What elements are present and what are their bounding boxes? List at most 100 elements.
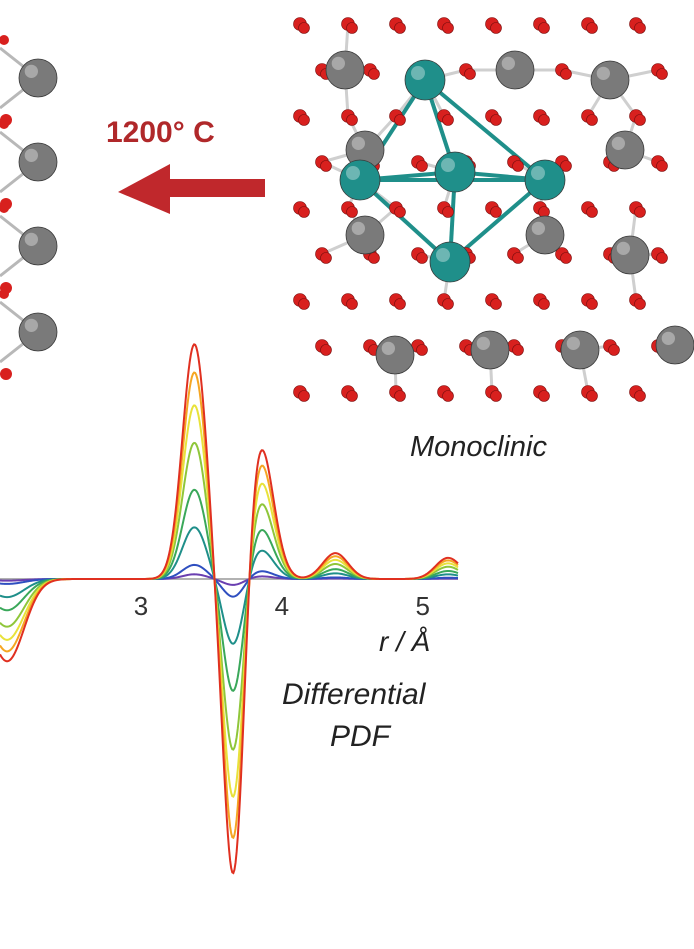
oxygen-atom (634, 22, 646, 34)
oxygen-atom (586, 114, 598, 126)
dopant-atom (429, 241, 471, 283)
oxygen-atom (0, 203, 9, 213)
oxygen-atom (298, 298, 310, 310)
metal-atom-highlight (24, 232, 38, 247)
oxygen-atom (320, 344, 332, 356)
metal-atom (590, 60, 630, 100)
metal-atom (495, 50, 535, 90)
metal-atom-highlight (566, 336, 580, 350)
metal-atom-highlight (351, 221, 365, 236)
differential-pdf-chart (0, 343, 459, 875)
plot-label-line2: PDF (330, 720, 390, 753)
oxygen-atom (608, 344, 620, 356)
metal-atom (605, 130, 645, 170)
oxygen-atom (490, 390, 502, 402)
oxygen-atom (346, 298, 358, 310)
oxygen-atom (442, 298, 454, 310)
metal-atom-highlight (381, 341, 395, 355)
dopant-atom-highlight (436, 248, 450, 262)
oxygen-atom (538, 22, 550, 34)
metal-atom-highlight (501, 56, 515, 70)
oxygen-atom (634, 390, 646, 402)
oxygen-atom (538, 114, 550, 126)
metal-atom-highlight (531, 221, 545, 236)
x-axis-label: r / Å (379, 626, 431, 657)
x-tick-label: 5 (415, 591, 430, 621)
metal-atom (655, 325, 694, 365)
oxygen-atom (538, 390, 550, 402)
temperature-label: 1200° C (106, 116, 215, 149)
oxygen-atom (346, 114, 358, 126)
metal-atom-highlight (331, 56, 345, 70)
oxygen-atom (298, 206, 310, 218)
oxygen-atom (442, 114, 454, 126)
oxygen-atom (634, 114, 646, 126)
oxygen-atom (656, 68, 668, 80)
oxygen-atom (0, 35, 9, 45)
metal-atom-highlight (616, 241, 630, 256)
dopant-atom (404, 59, 446, 101)
metal-atom-highlight (661, 331, 675, 345)
metal-atom (18, 58, 58, 98)
oxygen-atom (560, 252, 572, 264)
metal-atom (18, 312, 58, 352)
metal-atom (345, 215, 385, 255)
series-line-8 (0, 343, 459, 875)
monoclinic-crystal-structure (293, 17, 694, 402)
metal-atom-highlight (611, 136, 625, 151)
oxygen-atom (512, 252, 524, 264)
metal-atom (18, 142, 58, 182)
series-line-4 (0, 488, 459, 692)
plot-label-line1: Differential (282, 678, 426, 711)
oxygen-atom (394, 298, 406, 310)
oxygen-atom (656, 252, 668, 264)
oxygen-atom (586, 390, 598, 402)
dopant-atom-highlight (441, 158, 455, 172)
oxygen-atom (442, 206, 454, 218)
metal-atom-highlight (596, 66, 610, 80)
oxygen-atom (346, 22, 358, 34)
oxygen-atom (656, 160, 668, 172)
oxygen-atom (490, 22, 502, 34)
oxygen-atom (586, 22, 598, 34)
oxygen-atom (490, 114, 502, 126)
oxygen-atom (512, 160, 524, 172)
oxygen-atom (416, 160, 428, 172)
oxygen-atom (538, 298, 550, 310)
metal-atom-highlight (24, 64, 38, 78)
metal-atom (375, 335, 415, 375)
x-tick-label: 4 (274, 591, 290, 621)
oxygen-atom (586, 206, 598, 218)
metal-atom (470, 330, 510, 370)
metal-atom-highlight (476, 336, 490, 350)
dopant-atom-highlight (411, 66, 425, 80)
transition-arrow (118, 164, 265, 214)
oxygen-atom (298, 390, 310, 402)
oxygen-atom (0, 368, 12, 380)
arrow-shape (118, 164, 265, 214)
oxygen-atom (560, 68, 572, 80)
phase-label: Monoclinic (410, 431, 547, 463)
dopant-atom-highlight (531, 166, 545, 180)
oxygen-atom (394, 114, 406, 126)
metal-atom (18, 226, 58, 266)
oxygen-atom (634, 206, 646, 218)
oxygen-atom (490, 298, 502, 310)
polyhedron-edge (423, 78, 547, 182)
metal-atom (325, 50, 365, 90)
oxygen-atom (560, 160, 572, 172)
oxygen-atom (298, 114, 310, 126)
oxygen-atom (320, 160, 332, 172)
dopant-atom (339, 159, 381, 201)
oxygen-atom (416, 252, 428, 264)
oxygen-atom (512, 344, 524, 356)
metal-atom (525, 215, 565, 255)
oxygen-atom (634, 298, 646, 310)
dopant-atom-highlight (346, 166, 360, 180)
oxygen-atom (0, 119, 9, 129)
oxygen-atom (442, 390, 454, 402)
oxygen-atom (394, 390, 406, 402)
metal-atom-highlight (351, 136, 365, 151)
oxygen-atom (394, 22, 406, 34)
